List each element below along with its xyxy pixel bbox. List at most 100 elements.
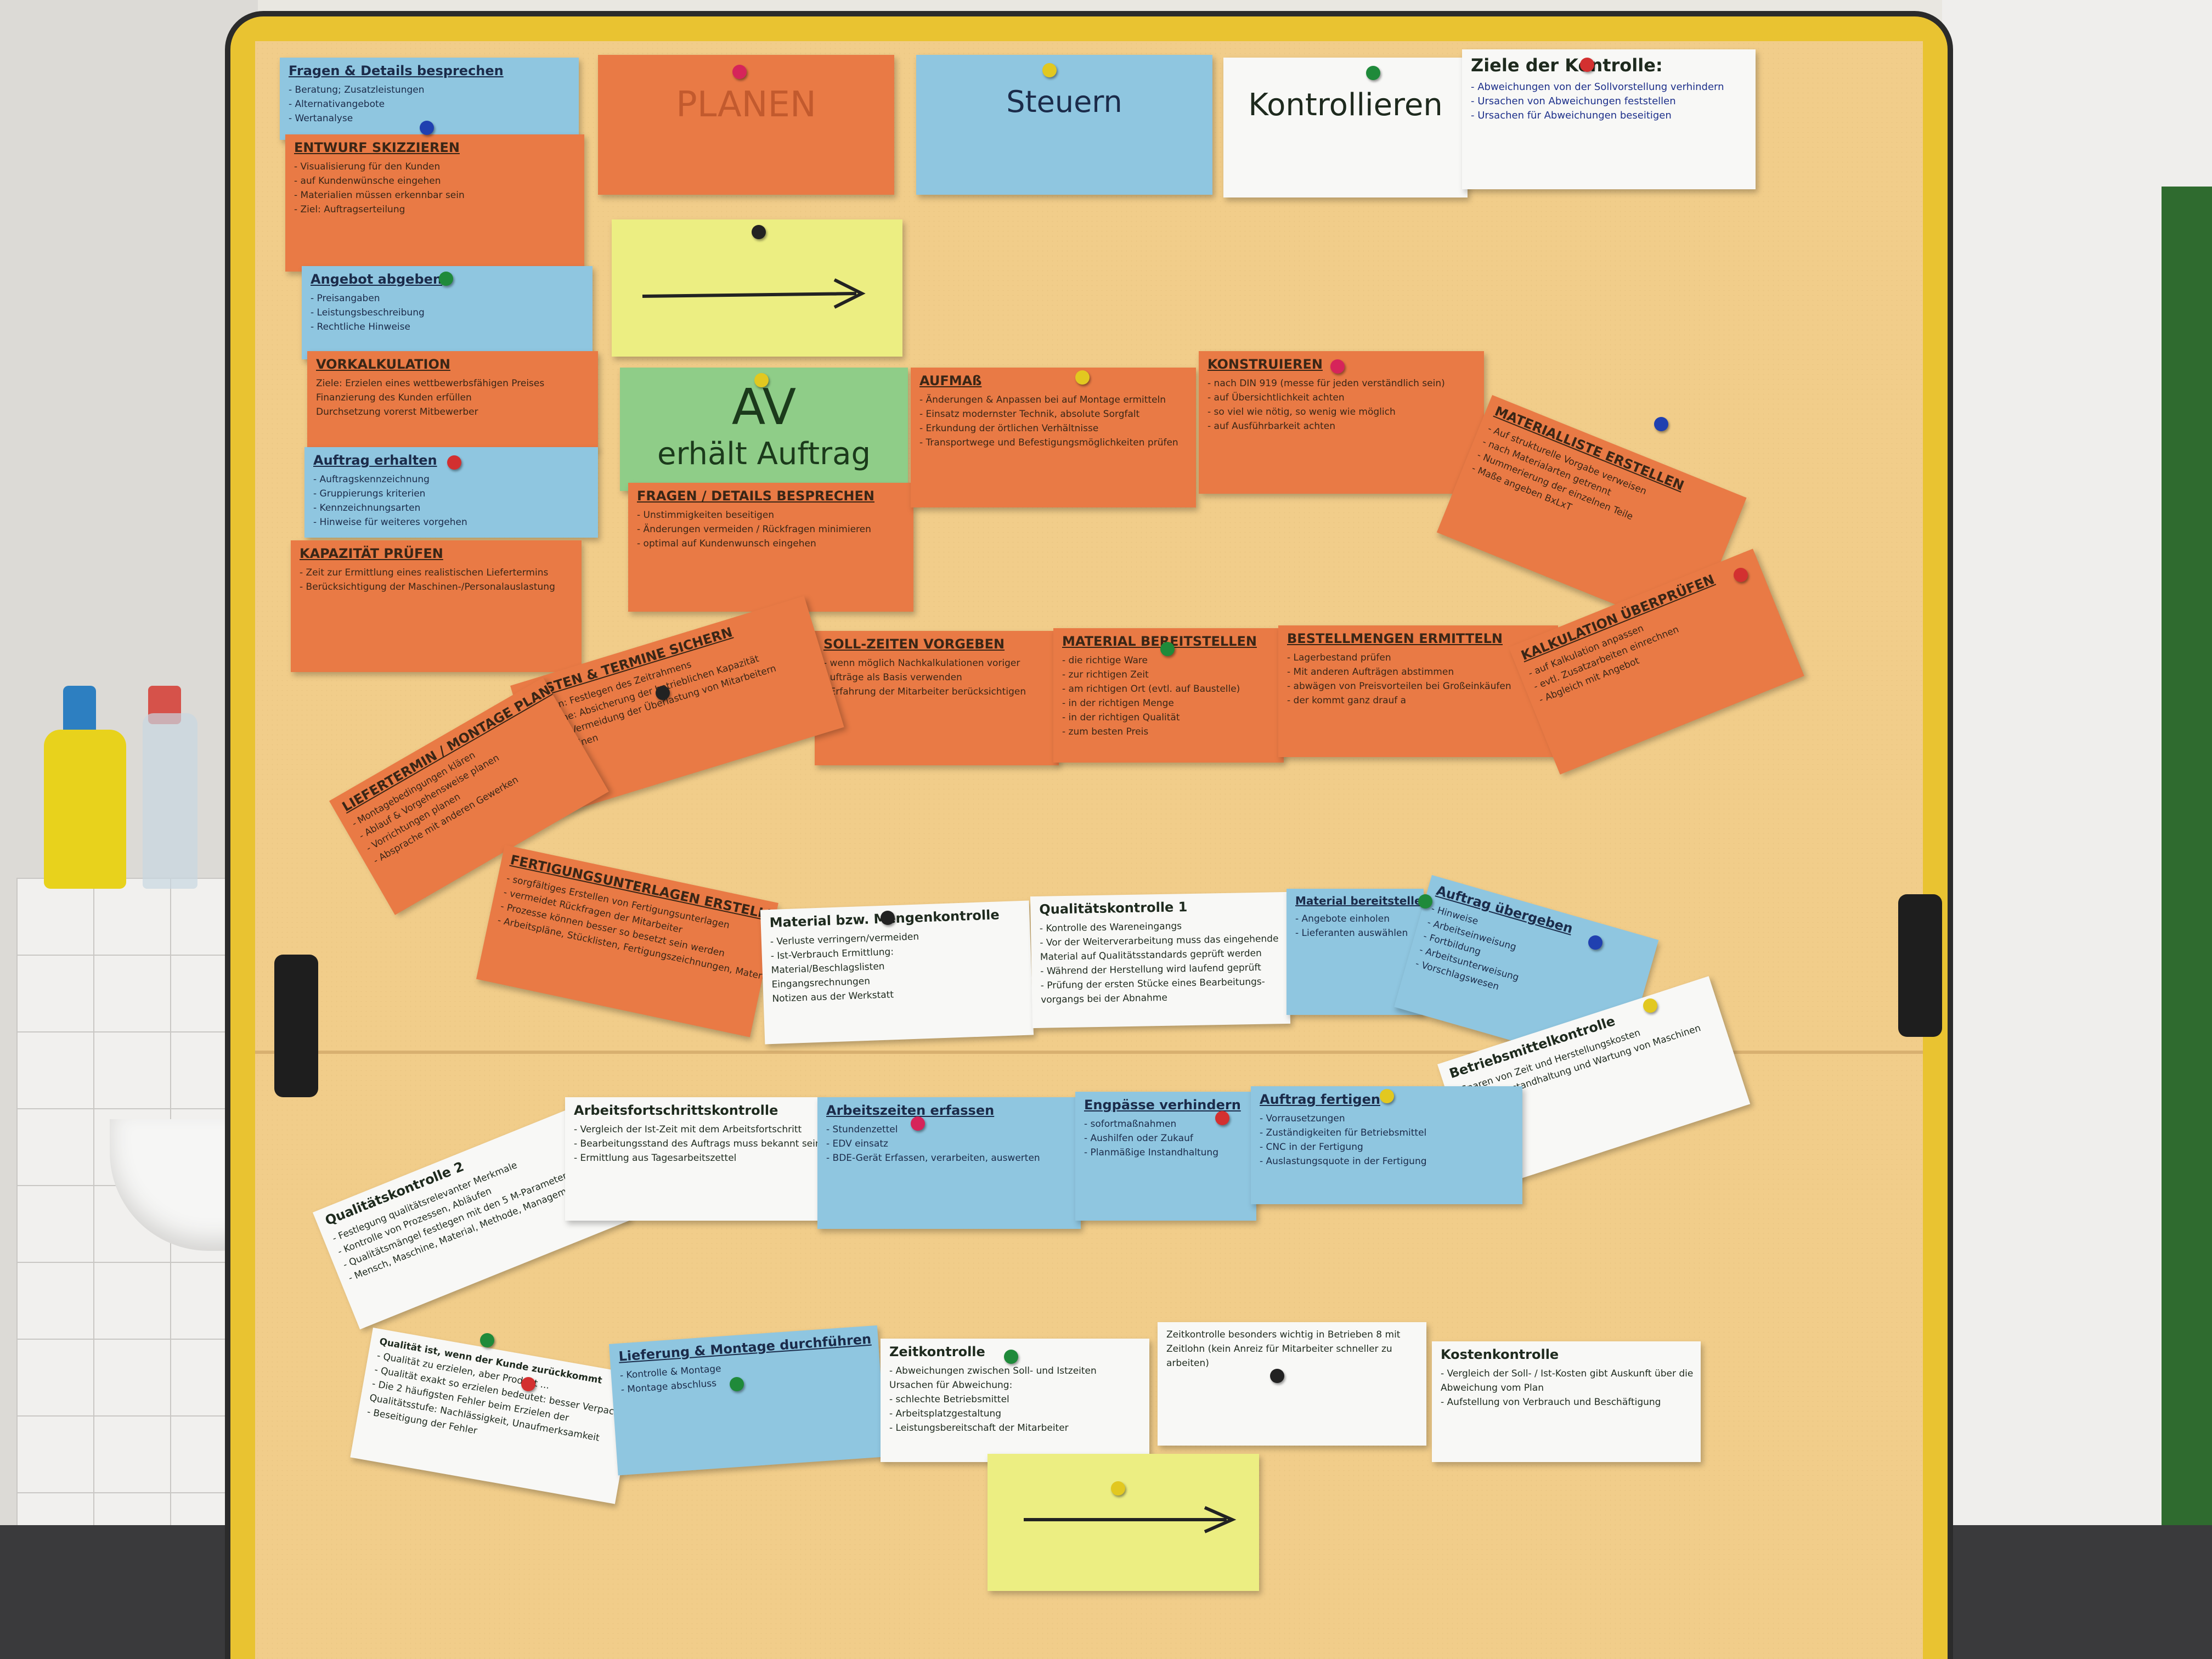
card-line: - Auslastungsquote in der Fertigung [1260,1156,1427,1167]
card-line: - schlechte Betriebsmittel [889,1394,1009,1405]
card-line: - der kommt ganz drauf a [1287,695,1407,706]
card-title: Zeitkontrolle [889,1344,985,1359]
zeitkontrolle-left: - Abweichungen zwischen Soll- und Istzei… [889,1364,1097,1435]
push-pin-icon [1004,1350,1018,1364]
card-line: - Planmäßige Instandhaltung [1084,1147,1218,1158]
card-line: - nach DIN 919 (messe für jeden verständ… [1207,378,1445,389]
card-line: - EDV einsatz [826,1138,888,1149]
card-line: - Aushilfen oder Zukauf [1084,1133,1193,1144]
card-vorkalkulation: VORKALKULATION Ziele: Erzielen eines wet… [307,351,598,450]
card-line: - Ursachen von Abweichungen feststellen [1471,95,1676,107]
card-fragen-details-2: FRAGEN / DETAILS BESPRECHEN - Unstimmigk… [628,483,913,612]
push-pin-icon [1215,1111,1229,1125]
card-line: Durchsetzung vorerst Mitbewerber [316,407,478,417]
card-line: - Materialien müssen erkennbar sein [294,190,465,201]
card-line: - Erkundung der örtlichen Verhältnisse [919,423,1099,434]
arrow-right-icon [1024,1506,1237,1533]
card-title: FRAGEN / DETAILS BESPRECHEN [637,488,874,504]
push-pin-icon [1330,359,1345,374]
push-pin-icon [1654,417,1668,431]
card-subtitle: erhält Auftrag [657,436,871,472]
card-title: Kostenkontrolle [1441,1347,1559,1362]
card-line: - BDE-Gerät Erfassen, verarbeiten, auswe… [826,1153,1040,1164]
push-pin-icon [1380,1089,1394,1103]
push-pin-icon [439,272,453,286]
card-line: - Vorrausetzungen [1260,1113,1345,1124]
card-qualitaet-1: Qualitätskontrolle 1 - Kontrolle des War… [1030,891,1291,1029]
card-title: KAPAZITÄT PRÜFEN [300,546,443,561]
card-title: BESTELLMENGEN ERMITTELN [1287,631,1503,646]
card-line: - Leistungsbeschreibung [311,307,425,318]
card-arbeitsfortschritt: Arbeitsfortschrittskontrolle - Vergleich… [565,1097,823,1221]
card-auftrag-fertigen: Auftrag fertigen - Vorrausetzungen - Zus… [1251,1086,1522,1204]
card-line: - CNC in der Fertigung [1260,1142,1363,1153]
push-pin-icon [1643,998,1657,1013]
card-line: - optimal auf Kundenwunsch eingehen [637,538,816,549]
card-line: - Lagerbestand prüfen [1287,652,1391,663]
card-aufmass: AUFMAß - Änderungen & Anpassen bei auf M… [911,368,1196,507]
card-line: - Ermittlung aus Tagesarbeitszettel [574,1153,737,1164]
card-line: - Abweichungen von der Sollvorstellung v… [1471,81,1724,93]
card-line: - Ziel: Auftragserteilung [294,204,405,215]
card-title: Ziele der Kontrolle: [1471,55,1663,76]
push-pin-icon [420,121,434,135]
card-line: - Visualisierung für den Kunden [294,161,441,172]
card-line: - Bearbeitungsstand des Auftrags muss be… [574,1138,821,1149]
card-line: - Zeit zur Ermittlung eines realistische… [300,567,549,578]
card-title: Steuern [1006,84,1122,119]
push-pin-icon [1580,58,1594,72]
card-line: - Transportwege und Befestigungsmöglichk… [919,437,1178,448]
card-line: - Stundenzettel [826,1124,898,1135]
card-title: KONSTRUIEREN [1207,357,1323,372]
card-title: Auftrag erhalten [313,453,437,468]
card-title: AV [731,379,797,436]
push-pin-icon [732,65,747,79]
card-title: Engpässe verhindern [1084,1097,1241,1113]
card-steuern: Steuern [916,55,1212,195]
card-line: Abweichung vom Plan [1441,1383,1544,1393]
card-line: - Mit anderen Aufträgen abstimmen [1287,667,1454,678]
board-seam [255,1051,1923,1054]
card-soll-zeiten: SOLL-ZEITEN VORGEBEN - wenn möglich Nach… [815,631,1059,765]
card-konstruieren: KONSTRUIEREN - nach DIN 919 (messe für j… [1199,351,1484,494]
card-title: Arbeitsfortschrittskontrolle [574,1103,778,1118]
card-line: Ziele: Erzielen eines wettbewerbsfähigen… [316,378,545,389]
card-line: - Alternativangebote [289,99,385,110]
card-line: - auf Ausführbarkeit achten [1207,421,1336,432]
card-line: - Beratung; Zusatzleistungen [289,84,425,95]
card-line: - Ursachen für Abweichungen beseitigen [1471,110,1672,121]
card-line: - abwägen von Preisvorteilen bei Großein… [1287,681,1511,692]
spray-bottle [143,713,198,889]
arrow-right-icon [642,278,866,309]
card-line: - auf Übersichtlichkeit achten [1207,392,1345,403]
card-title: Qualitätskontrolle 1 [1039,899,1188,917]
push-pin-icon [911,1116,925,1131]
card-engpaesse: Engpässe verhindern - sofortmaßnahmen - … [1075,1092,1256,1221]
card-line: - Wertanalyse [289,113,353,124]
card-title: AUFMAß [919,373,982,388]
card-line: - Zuständigkeiten für Betriebsmittel [1260,1127,1427,1138]
push-pin-icon [656,686,670,700]
card-line: - wenn möglich Nachkalkulationen voriger… [823,658,1020,683]
zeitkontrolle-columns: - Abweichungen zwischen Soll- und Istzei… [889,1364,1141,1435]
card-entwurf: ENTWURF SKIZZIEREN - Visualisierung für … [285,134,584,272]
card-line: - in der richtigen Menge [1062,698,1174,709]
push-pin-icon [1734,568,1748,582]
card-title: Fragen & Details besprechen [289,63,504,78]
card-line: Zeitlohn (kein Anreiz für Mitarbeiter sc… [1166,1344,1392,1369]
card-title: Arbeitszeiten erfassen [826,1103,995,1118]
card-line: - Vergleich der Soll- / Ist-Kosten gibt … [1441,1368,1694,1379]
push-pin-icon [1160,642,1175,656]
card-line: - am richtigen Ort (evtl. auf Baustelle) [1062,684,1240,695]
card-line: - Berücksichtigung der Maschinen-/Person… [300,582,555,592]
card-arbeitszeiten: Arbeitszeiten erfassen - Stundenzettel -… [817,1097,1081,1229]
card-line: - Aufstellung von Verbrauch und Beschäft… [1441,1397,1661,1408]
card-line: - auf Kundenwünsche eingehen [294,176,441,187]
card-planen: PLANEN [598,55,894,195]
card-line: - Unstimmigkeiten beseitigen [637,510,775,521]
card-line: - so viel wie nötig, so wenig wie möglic… [1207,407,1396,417]
card-title: Auftrag fertigen [1260,1092,1380,1107]
card-line: - Abweichungen zwischen Soll- und Istzei… [889,1365,1097,1376]
card-line: - Lieferanten auswählen [1295,928,1408,939]
push-pin-icon [521,1377,535,1391]
